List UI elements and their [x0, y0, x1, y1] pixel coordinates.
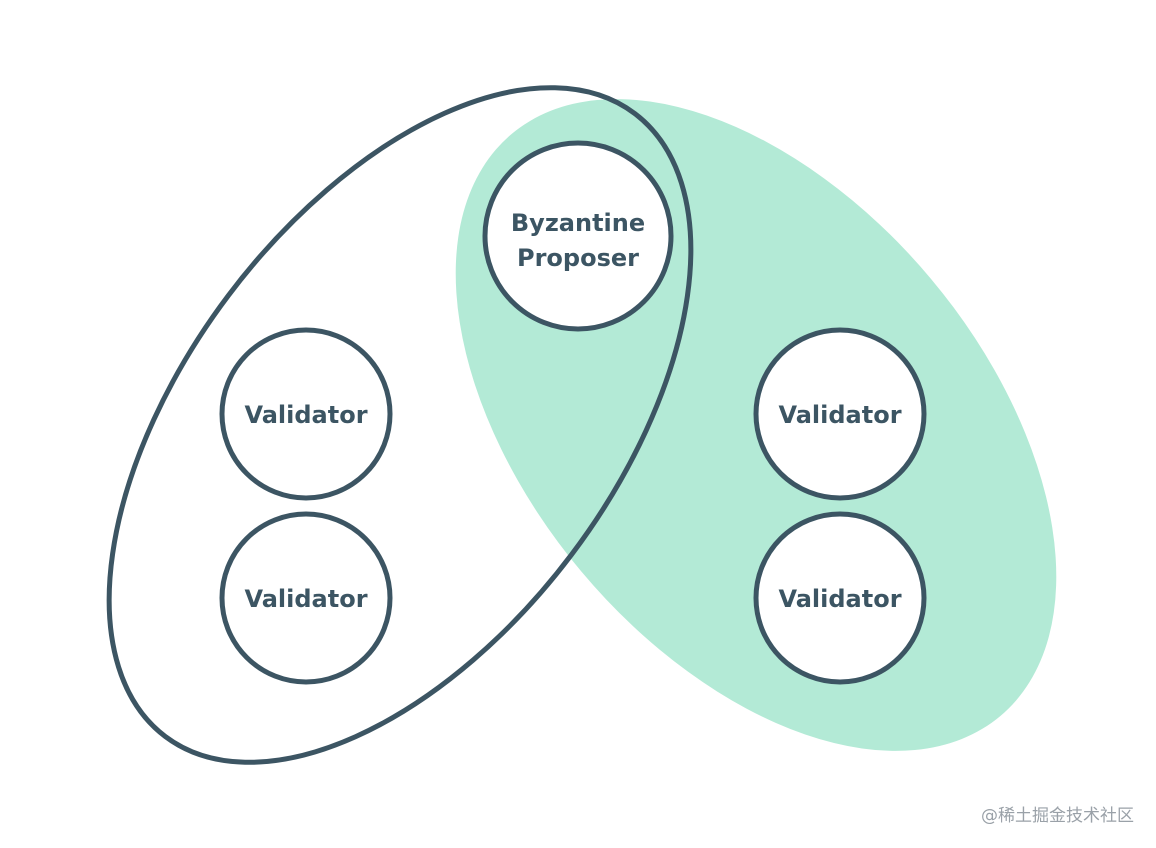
validator-node-circle [219, 511, 393, 685]
validator-label: Validator [778, 585, 901, 613]
validator-node-left-bottom: Validator [219, 511, 393, 685]
validator-node-right-bottom: Validator [753, 511, 927, 685]
validator-label: Validator [778, 401, 901, 429]
validator-node-right-top: Validator [753, 327, 927, 501]
validator-node-circle [753, 327, 927, 501]
proposer-node-circle [482, 140, 674, 332]
validator-node-left-top: Validator [219, 327, 393, 501]
validator-node-circle [219, 327, 393, 501]
proposer-node: Byzantine Proposer [482, 140, 674, 332]
validator-node-circle [753, 511, 927, 685]
watermark-text: @稀土掘金技术社区 [981, 806, 1134, 826]
right-group-ellipse [455, 99, 1057, 751]
proposer-label-line1: Byzantine [511, 209, 645, 237]
proposer-label-line2: Proposer [517, 244, 639, 272]
validator-label: Validator [244, 585, 367, 613]
validator-label: Validator [244, 401, 367, 429]
left-group-ellipse [106, 85, 694, 765]
